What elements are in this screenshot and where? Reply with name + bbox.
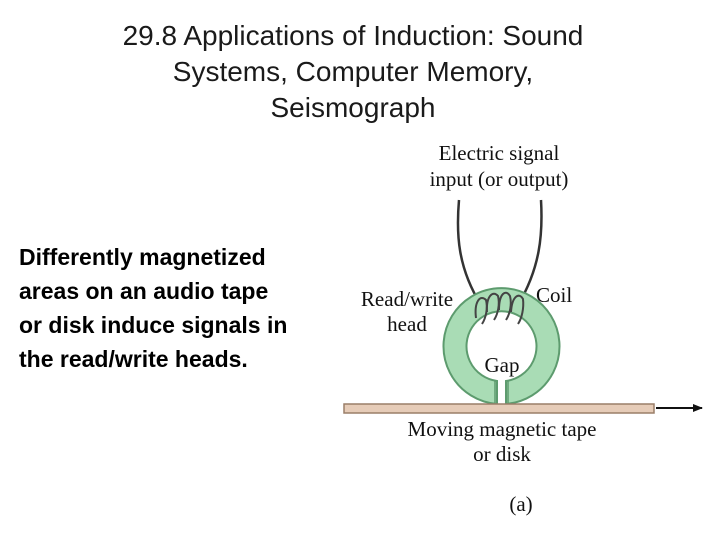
head-label-line-1: Read/write [361,287,453,311]
panel-label: (a) [509,492,532,516]
signal-label-line-2: input (or output) [430,167,569,191]
title-line-2: Systems, Computer Memory, [172,56,534,87]
gap-label: Gap [485,353,520,377]
body-line-1: Differently magnetized [19,244,266,270]
body-line-2: areas on an audio tape [19,278,269,304]
title-line-1: 29.8 Applications of Induction: Sound [122,20,584,51]
coil-windings [474,291,525,325]
body-text: Differently magnetized areas on an audio… [19,240,359,376]
coil-label: Coil [536,283,572,307]
magnetic-tape [343,403,655,414]
signal-label-line-1: Electric signal [439,141,560,165]
body-line-3: or disk induce signals in [19,312,288,338]
ring-core [442,287,561,406]
head-label-line-2: head [387,312,427,336]
body-line-4: the read/write heads. [19,346,248,372]
tape-label-line-1: Moving magnetic tape [408,417,597,441]
lead-wire-left [456,199,483,306]
title-line-3: Seismograph [270,92,436,123]
tape-label-line-2: or disk [473,442,531,466]
slide-title: 29.8 Applications of Induction: Sound Sy… [0,18,706,126]
